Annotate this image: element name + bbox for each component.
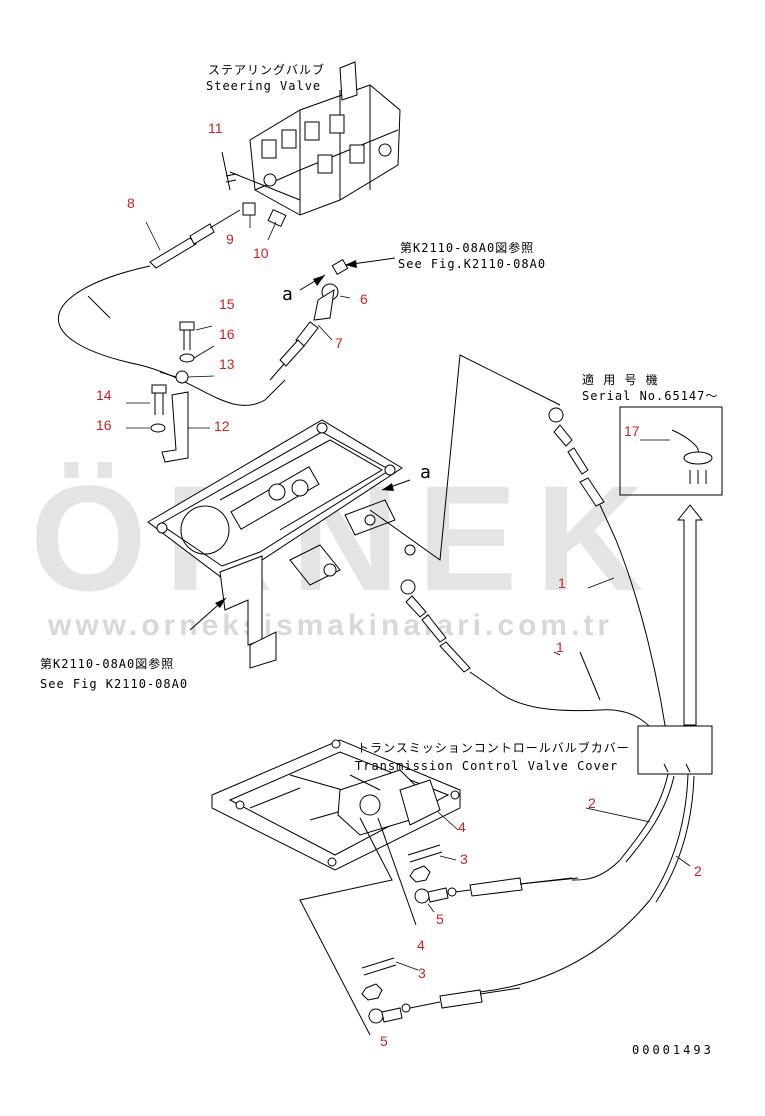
bolt-15 [179, 321, 195, 350]
bracket-12 [161, 391, 189, 463]
ref-arrow-left [189, 597, 227, 631]
callout-6: 6 [360, 291, 368, 307]
junction-box [637, 725, 713, 775]
pin-11 [221, 151, 237, 191]
label-steering-jp: ステアリングバルブ [208, 62, 325, 77]
serial-detail-box [619, 406, 723, 496]
label-tcv-en: Transmission Control Valve Cover [355, 759, 618, 773]
label-serial-en: Serial No.65147～ [582, 389, 718, 403]
callout-17: 17 [624, 423, 640, 439]
callout-4-a: 4 [458, 819, 466, 835]
end-5-lower [368, 1007, 403, 1024]
drawing-number: 00001493 [632, 1043, 714, 1057]
callout-2-b: 2 [694, 863, 702, 879]
nut-lower [361, 983, 383, 1001]
fitting-10 [267, 208, 287, 228]
cable-end-upper [548, 407, 617, 541]
end-5-upper [414, 887, 449, 904]
callout-12: 12 [214, 418, 230, 434]
label-ref-top-en: See Fig.K2110-08A0 [398, 257, 546, 271]
cable-2-spiral-right [479, 773, 695, 993]
callout-16-a: 16 [219, 326, 235, 342]
callout-5-b: 5 [380, 1033, 388, 1049]
label-tcv-jp: トランスミッションコントロールバルブカバー [357, 740, 630, 755]
elbow-6 [313, 258, 349, 321]
control-box-drawing [147, 419, 416, 669]
steering-valve-drawing [229, 61, 401, 216]
cable-end-7 [269, 321, 319, 381]
cable-end-lower [400, 579, 497, 691]
callout-9: 9 [226, 231, 234, 247]
pin-3-lower [361, 957, 397, 976]
pin-3-upper [407, 844, 443, 863]
callout-14: 14 [96, 387, 112, 403]
cable-2-spiral-left [519, 773, 675, 885]
label-view-a-right: a [420, 462, 432, 483]
label-ref-top-jp: 第K2110-08A0図参照 [400, 240, 534, 255]
callout-5-a: 5 [436, 911, 444, 927]
nut-upper [409, 865, 431, 883]
callout-4-b: 4 [417, 937, 425, 953]
fitting-9 [242, 202, 256, 216]
cable-8 [58, 209, 286, 406]
arrow-a-right [381, 479, 411, 491]
callout-7: 7 [335, 335, 343, 351]
arrow-a-top [299, 274, 326, 291]
clamp-17 [671, 429, 713, 484]
ref-arrow-top [344, 257, 396, 268]
callout-1-b: 1 [556, 639, 564, 655]
valve-cover-drawing [211, 739, 461, 871]
callout-3-a: 3 [460, 851, 468, 867]
label-view-a-top: a [282, 284, 294, 305]
callout-2-a: 2 [588, 795, 596, 811]
label-ref-left-jp: 第K2110-08A0図参照 [40, 656, 174, 671]
label-serial-jp: 適 用 号 機 [582, 372, 659, 387]
bolt-14 [151, 384, 167, 415]
callout-numbers: 11 8 9 10 6 15 16 13 7 14 16 12 17 1 1 2… [96, 120, 702, 1049]
big-arrow-up [676, 504, 704, 726]
lower-cable-end-upper [447, 877, 579, 897]
callout-8: 8 [127, 195, 135, 211]
washer-16-top [179, 353, 195, 363]
label-steering-en: Steering Valve [206, 79, 321, 93]
callout-15: 15 [219, 296, 235, 312]
callout-1-a: 1 [558, 575, 566, 591]
leader-lines [126, 215, 691, 971]
label-ref-left-en: See Fig K2110-08A0 [40, 677, 188, 691]
callout-3-b: 3 [418, 965, 426, 981]
callout-13: 13 [219, 356, 235, 372]
clip-13 [159, 370, 189, 384]
watermark-url: www.orneksismakinalari.com.tr [47, 609, 613, 642]
lower-cable-end-lower [401, 987, 521, 1013]
callout-11: 11 [208, 120, 223, 136]
callout-10: 10 [253, 245, 269, 261]
callout-16-b: 16 [96, 417, 112, 433]
washer-16-bottom [150, 423, 166, 433]
